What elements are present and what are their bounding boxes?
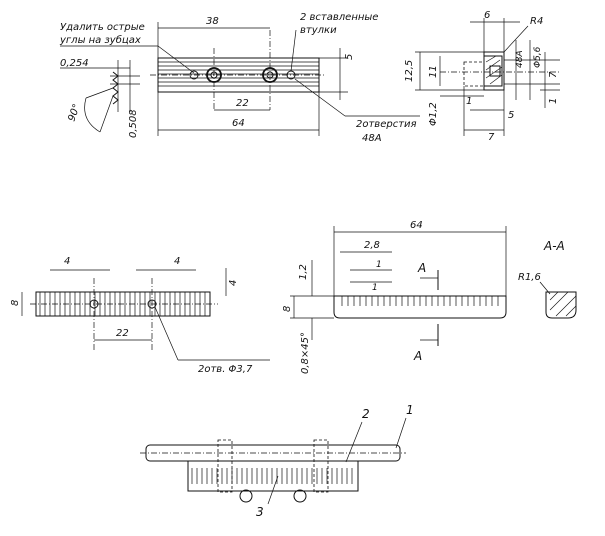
note-bushings-line2: втулки [300, 25, 337, 36]
section-a-a: А-А R1,6 [518, 239, 577, 319]
v3-dim-2-8: 2,8 [364, 240, 380, 251]
callout-2: 2 [362, 407, 370, 421]
end-view: 6 R4 48А Φ5,6 7 1 12,5 11 Φ1,2 1 5 7 [404, 10, 560, 143]
note-remove-sharp-line2: углы на зубцах [59, 34, 141, 46]
v3-section-a-bottom: А [413, 349, 422, 363]
v3-section-a-top: А [417, 261, 426, 275]
end-dim-r4: R4 [530, 16, 543, 27]
callout-3: 3 [256, 505, 264, 519]
callout-1: 1 [406, 403, 414, 417]
end-dim-12-5: 12,5 [404, 60, 415, 82]
rack-plan-view: 4 4 4 8 22 2отв. Φ3,7 [10, 256, 270, 375]
end-dim-11: 11 [428, 65, 439, 78]
dim-22: 22 [236, 98, 249, 109]
end-dim-6: 6 [484, 10, 490, 21]
v3-dim-1-2: 1,2 [298, 264, 309, 280]
dim-angle: 90° [66, 103, 82, 123]
v3-dim-1a: 1 [376, 260, 382, 270]
dim-64: 64 [232, 118, 245, 129]
v2-note-holes: 2отв. Φ3,7 [198, 364, 253, 375]
rack-side-view: 64 2,8 1 1 1,2 8 0,8×45° А А [282, 220, 507, 374]
assembly-view: 1 2 3 [140, 403, 414, 519]
end-dim-1a: 1 [548, 98, 559, 104]
v2-dim-4b: 4 [174, 256, 180, 267]
dim-38: 38 [206, 16, 219, 27]
tooth-profile-detail: 0,254 90° 0,508 [60, 58, 140, 138]
v2-dim-22: 22 [116, 328, 129, 339]
v3-dim-8: 8 [282, 306, 293, 312]
end-dim-d56: Φ5,6 [533, 46, 543, 68]
section-radius: R1,6 [518, 272, 541, 283]
end-dim-7b: 7 [488, 132, 495, 143]
note-holes-line2: 48А [362, 133, 382, 144]
end-dim-1b: 1 [466, 96, 472, 107]
v2-dim-8: 8 [10, 300, 21, 306]
v2-dim-4a: 4 [64, 256, 70, 267]
end-dim-5: 5 [508, 110, 514, 121]
dim-depth: 0,508 [128, 109, 139, 138]
note-holes-line1: 2отверстия [356, 119, 417, 130]
dim-5: 5 [344, 54, 355, 60]
end-dim-7a: 7 [548, 71, 559, 78]
v3-dim-1b: 1 [372, 283, 378, 293]
end-dim-d12: Φ1,2 [428, 102, 439, 126]
v3-dim-64: 64 [410, 220, 423, 231]
note-remove-sharp-line1: Удалить острые [60, 22, 145, 33]
end-dim-48a: 48А [515, 50, 525, 68]
section-title: А-А [543, 239, 565, 253]
rack-front-view: 38 22 64 5 Удалить острые углы на зубцах… [59, 12, 420, 144]
v3-chamfer: 0,8×45° [300, 332, 311, 374]
note-bushings-line1: 2 вставленные [300, 12, 378, 23]
v2-dim-4c: 4 [228, 280, 239, 286]
dim-pitch: 0,254 [60, 58, 89, 69]
